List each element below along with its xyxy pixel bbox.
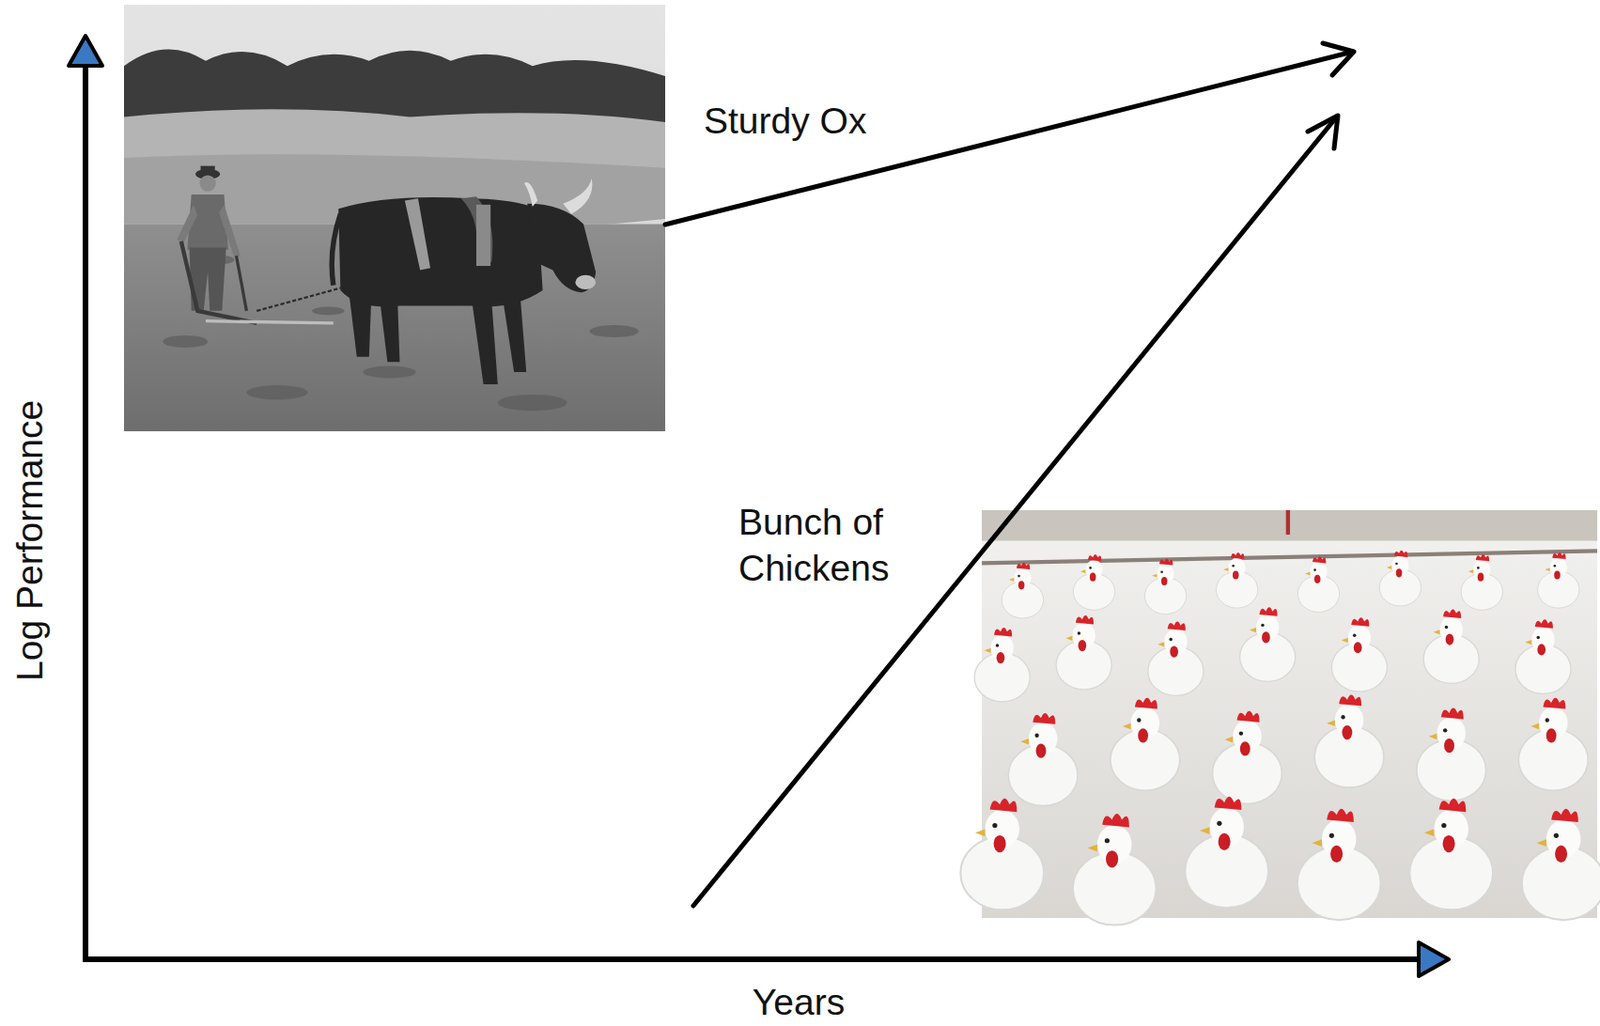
ox-photo [124,4,666,432]
series-label: Sturdy Ox [703,98,867,145]
chickens-photo [960,510,1600,926]
trend-arrows [665,43,1354,906]
series-label: Bunch of Chickens [738,499,908,592]
axes [68,35,1449,977]
axis-title: Log Performance [8,399,55,681]
axis-title: Years [752,979,845,1026]
